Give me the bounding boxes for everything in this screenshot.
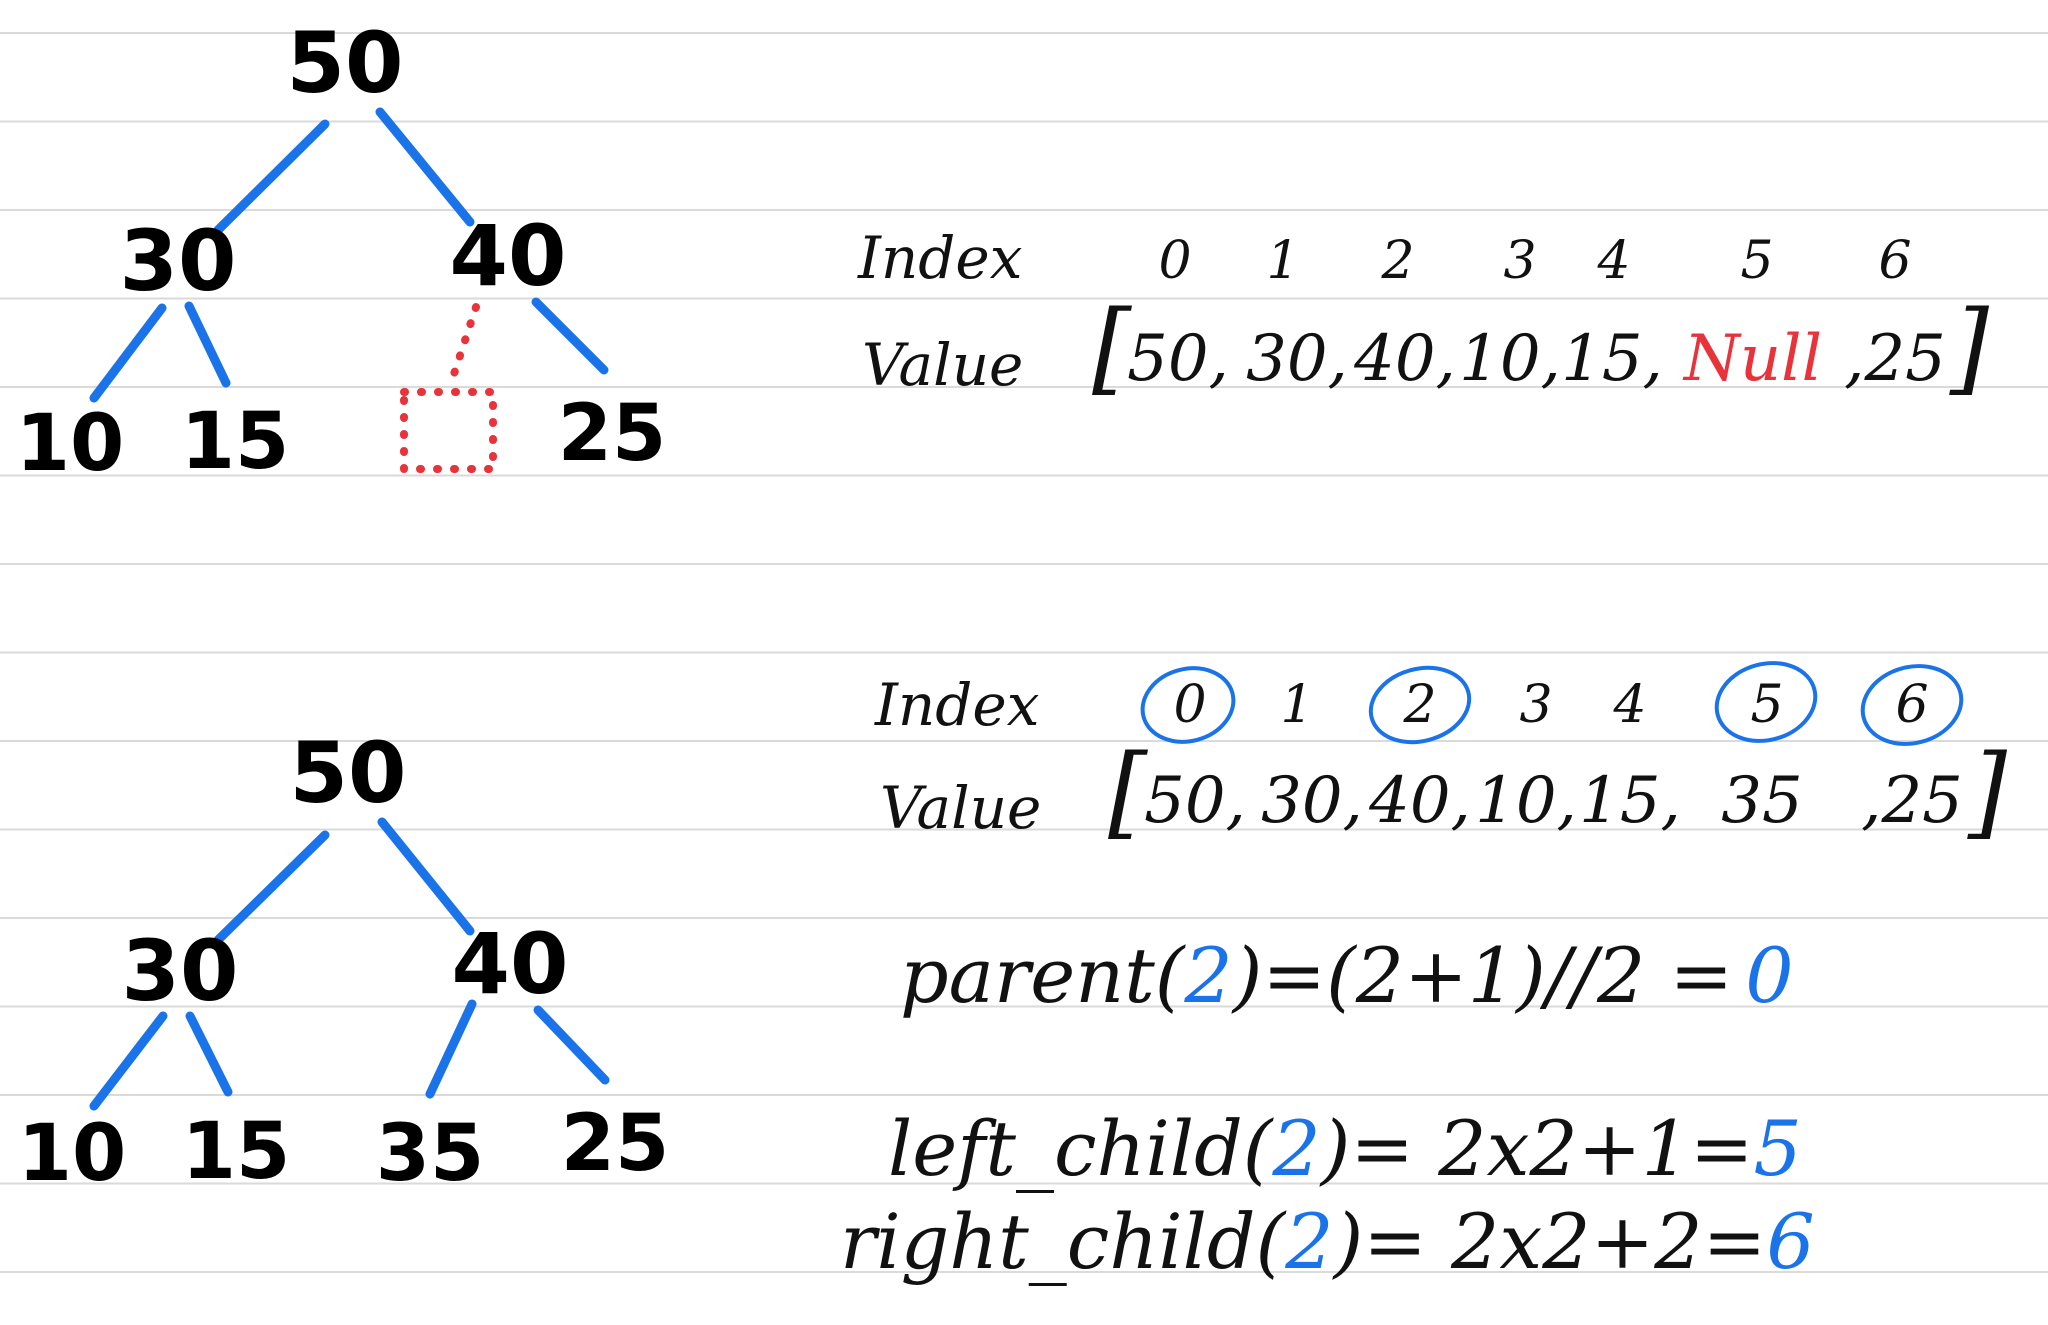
- top-node-l2-b: 15: [181, 397, 290, 487]
- bottom-edge-50-40: [377, 817, 475, 936]
- bottom-value-1: 30,: [1261, 764, 1363, 838]
- right-child-formula-result: 6: [1766, 1197, 1814, 1286]
- top-index-3: 3: [1503, 231, 1536, 291]
- bottom-node-l2-b: 15: [182, 1107, 291, 1197]
- top-node-l1-left: 30: [120, 212, 237, 310]
- bottom-value-6: ,25: [1861, 764, 1963, 838]
- bottom-index-5: 5: [1750, 675, 1783, 735]
- top-index-1: 1: [1266, 231, 1299, 291]
- top-edge-30-15: [184, 301, 231, 388]
- top-index-6: 6: [1878, 231, 1911, 291]
- parent-formula-body: )=(2+1)//2 =: [1231, 931, 1733, 1020]
- top-value-2: 40,: [1353, 322, 1456, 396]
- bottom-index-1: 1: [1280, 675, 1313, 735]
- left-child-formula: left_child(2)= 2x2+1=5: [888, 1104, 1802, 1193]
- top-node-l1-right: 40: [450, 207, 567, 305]
- top-node-l2-a: 10: [16, 399, 125, 489]
- bottom-value-5: 35: [1721, 764, 1802, 838]
- top-close-bracket: ]: [1949, 289, 1990, 406]
- top-edge-50-40: [375, 107, 475, 227]
- top-value-0: 50,: [1127, 322, 1229, 396]
- bottom-node-l1-left: 30: [122, 922, 239, 1020]
- parent-formula-result: 0: [1745, 931, 1793, 1020]
- bottom-index-3: 3: [1519, 675, 1552, 735]
- top-index-label: Index: [857, 224, 1022, 292]
- bottom-value-2: 40,: [1368, 764, 1471, 838]
- top-open-bracket: [: [1092, 289, 1132, 406]
- right-child-formula-prefix: right_child(: [840, 1197, 1287, 1286]
- bottom-index-2: 2: [1402, 675, 1436, 735]
- bottom-node-l2-a: 10: [18, 1109, 127, 1199]
- top-edge-30-10: [89, 303, 167, 403]
- bottom-index-6: 6: [1895, 675, 1928, 735]
- bottom-tree: 50 30 40 10 15 35 25: [18, 724, 670, 1199]
- bottom-edge-30-10: [89, 1011, 168, 1111]
- bottom-node-l2-d: 25: [561, 1099, 670, 1189]
- bottom-value-4: 15,: [1579, 764, 1681, 838]
- index-circle-5: [1714, 661, 1818, 743]
- bottom-node-l2-c: 35: [376, 1109, 485, 1199]
- top-value-1: 30,: [1246, 322, 1348, 396]
- top-edge-40-null: [446, 303, 480, 390]
- bottom-edge-40-35: [425, 999, 477, 1099]
- top-value-3: 10,: [1459, 322, 1561, 396]
- index-circle-6: [1860, 664, 1964, 746]
- parent-formula: parent(2)=(2+1)//2 =0: [900, 931, 1794, 1020]
- index-circle-0: [1140, 666, 1236, 744]
- left-child-formula-result: 5: [1754, 1104, 1802, 1193]
- bottom-edge-50-30: [213, 830, 330, 945]
- bottom-value-0: 50,: [1144, 764, 1246, 838]
- bottom-index-4: 4: [1612, 675, 1646, 735]
- formulas: parent(2)=(2+1)//2 =0 left_child(2)= 2x2…: [840, 931, 1815, 1286]
- top-index-2: 2: [1380, 231, 1414, 291]
- bottom-value-3: 10,: [1475, 764, 1577, 838]
- top-value-label: Value: [862, 331, 1023, 399]
- bottom-index-0: 0: [1173, 675, 1206, 735]
- top-index-0: 0: [1158, 231, 1191, 291]
- top-node-root: 50: [287, 14, 404, 112]
- top-tree: 50 30 40 10 15 25: [16, 14, 667, 489]
- left-child-formula-prefix: left_child(: [888, 1104, 1274, 1193]
- top-edge-50-30: [213, 119, 330, 235]
- bottom-close-bracket: ]: [1967, 733, 2008, 850]
- bottom-node-l1-right: 40: [452, 915, 569, 1013]
- top-value-null: Null: [1682, 322, 1822, 396]
- top-index-4: 4: [1596, 231, 1630, 291]
- left-child-formula-arg: 2: [1271, 1104, 1320, 1193]
- parent-formula-arg: 2: [1183, 931, 1232, 1020]
- top-array: Index Value 0 1 2 3 4 5 6 [ 50, 30, 40, …: [857, 224, 1990, 406]
- bottom-node-root: 50: [290, 724, 407, 822]
- right-child-formula-body: )= 2x2+2=: [1332, 1197, 1767, 1286]
- top-value-4: 15,: [1561, 322, 1663, 396]
- bottom-edge-30-15: [185, 1011, 233, 1097]
- bottom-index-label: Index: [874, 671, 1039, 739]
- right-child-formula: right_child(2)= 2x2+2=6: [840, 1197, 1815, 1286]
- bottom-array: Index Value 0 1 2 3 4 5 6 [ 50, 30, 40, …: [874, 661, 2008, 850]
- bottom-value-label: Value: [880, 774, 1041, 842]
- bottom-edge-40-25: [533, 1005, 610, 1085]
- parent-formula-prefix: parent(: [900, 931, 1186, 1020]
- index-circle-2: [1368, 665, 1472, 745]
- null-node-placeholder: [400, 388, 497, 473]
- top-value-6: ,25: [1844, 322, 1946, 396]
- left-child-formula-body: )= 2x2+1=: [1319, 1104, 1754, 1193]
- top-index-5: 5: [1740, 231, 1773, 291]
- bottom-open-bracket: [: [1108, 733, 1148, 850]
- right-child-formula-arg: 2: [1284, 1197, 1333, 1286]
- top-node-l2-d: 25: [558, 389, 667, 479]
- top-edge-40-25: [531, 297, 609, 375]
